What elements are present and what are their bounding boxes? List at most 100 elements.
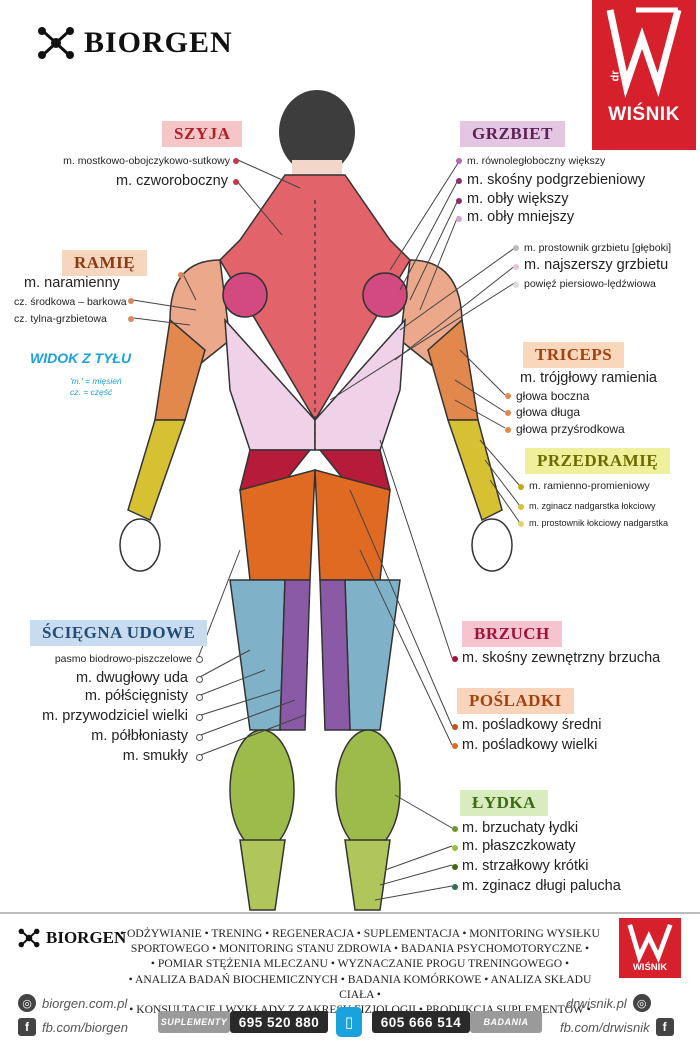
label-sciegna-1: pasmo biodrowo-piszczelowe — [54, 653, 192, 665]
label-lydka-2: m. płaszczkowaty — [462, 838, 576, 854]
label-grzbiet-4: m. obły mniejszy — [467, 209, 575, 225]
website-left-text: biorgen.com.pl — [42, 995, 128, 1011]
dot-grzbiet-5 — [513, 245, 519, 251]
services-line: • POMIAR STĘŻENIA MLECZANU • WYZNACZANIE… — [150, 957, 570, 971]
website-left[interactable]: ◎ biorgen.com.pl — [18, 994, 127, 1012]
label-sciegna-3: m. półścięgnisty — [84, 688, 188, 704]
label-grzbiet-5: m. prostownik grzbietu [głęboki] — [524, 242, 672, 254]
section-title-grzbiet: GRZBIET — [460, 121, 565, 147]
dot-ramie-3 — [128, 316, 134, 322]
dot-posladki-2 — [452, 743, 458, 749]
dot-brzuch-1 — [452, 656, 458, 662]
hamstring-left-b — [279, 579, 311, 731]
dot-sciegna-2 — [196, 676, 203, 683]
dot-sciegna-5 — [196, 734, 203, 741]
dot-przedramie-3 — [518, 521, 524, 527]
footer-biorgen-logo: BIORGEN — [18, 928, 126, 948]
label-lydka-1: m. brzuchaty łydki — [462, 820, 579, 836]
label-grzbiet-7: powięź piersiowo-lędźwiowa — [524, 278, 656, 290]
dot-sciegna-4 — [196, 714, 203, 721]
facebook-right[interactable]: fb.com/drwisnik f — [560, 1018, 674, 1036]
label-posladki-1: m. pośladkowy średni — [462, 717, 602, 733]
molecule-icon — [38, 27, 74, 59]
label-przedramie-3: m. prostownik łokciowy nadgarstka — [529, 518, 669, 528]
dot-lydka-3 — [452, 864, 458, 870]
label-ramie-2: cz. środkowa – barkowa — [14, 296, 127, 308]
hand-left — [119, 518, 161, 572]
website-right-text: drwisnik.pl — [566, 995, 627, 1011]
section-title-posladki: POŚLADKI — [457, 688, 574, 714]
dot-triceps-2 — [505, 393, 511, 399]
services-line: • ANALIZA BADAŃ BIOCHEMICZNYCH • BADANIA… — [128, 972, 592, 1001]
label-grzbiet-6: m. najszerszy grzbietu — [524, 257, 669, 273]
label-sciegna-4: m. przywodziciel wielki — [42, 708, 188, 724]
label-research: BADANIA — [470, 1011, 542, 1033]
label-szyja-1: m. mostkowo-obojczykowo-sutkowy — [63, 155, 230, 167]
view-title: WIDOK Z TYŁU — [30, 350, 132, 366]
hand-right — [471, 518, 513, 572]
footer-brand-name: BIORGEN — [46, 928, 127, 947]
dot-triceps-3 — [505, 410, 511, 416]
label-lydka-4: m. zginacz długi palucha — [462, 878, 621, 894]
label-triceps-2: głowa boczna — [516, 389, 590, 403]
section-title-lydka: ŁYDKA — [460, 790, 548, 816]
facebook-left-text: fb.com/biorgen — [42, 1019, 128, 1035]
label-szyja-2: m. czworoboczny — [115, 173, 228, 189]
dot-sciegna-1 — [196, 656, 203, 663]
label-brzuch-1: m. skośny zewnętrzny brzucha — [462, 650, 661, 666]
section-title-szyja: SZYJA — [162, 121, 243, 147]
footer-dr-wisnik-logo: WIŚNIK — [619, 918, 681, 978]
dot-przedramie-2 — [518, 504, 524, 510]
label-grzbiet-1: m. równoległoboczny większy — [467, 155, 606, 167]
dot-szyja-2 — [233, 179, 239, 185]
globe-icon: ◎ — [632, 994, 651, 1012]
facebook-left[interactable]: f fb.com/biorgen — [18, 1018, 128, 1036]
biorgen-logo: BIORGEN — [36, 26, 233, 60]
shin-left — [239, 839, 286, 911]
dot-ramie-2 — [128, 298, 134, 304]
services-line: SPORTOWEGO • MONITORING STANU ZDROWIA • … — [130, 942, 590, 956]
label-przedramie-2: m. zginacz nadgarstka łokciowy — [529, 501, 656, 511]
label-triceps-1: m. trójgłowy ramienia — [520, 370, 657, 386]
label-supplements: SUPLEMENTY — [158, 1011, 230, 1033]
dot-lydka-2 — [452, 845, 458, 851]
section-title-brzuch: BRZUCH — [462, 621, 562, 647]
label-lydka-3: m. strzałkowy krótki — [462, 858, 589, 874]
services-line: • ODŻYWIANIE • TRENING • REGENERACJA • S… — [120, 927, 600, 940]
shin-right — [344, 839, 391, 911]
teres-left — [222, 272, 268, 318]
label-sciegna-5: m. półbłoniasty — [91, 728, 188, 744]
dot-triceps-4 — [505, 427, 511, 433]
services-list: • ODŻYWIANIE • TRENING • REGENERACJA • S… — [110, 926, 610, 1017]
section-title-ramie: RAMIĘ — [62, 250, 148, 276]
phone-research[interactable]: 605 666 514 — [372, 1011, 470, 1033]
label-ramie-1: m. naramienny — [24, 275, 120, 291]
dot-sciegna-3 — [196, 694, 203, 701]
website-right[interactable]: drwisnik.pl ◎ — [566, 994, 651, 1012]
dot-sciegna-6 — [196, 754, 203, 761]
label-ramie-3: cz. tylna-grzbietowa — [14, 313, 107, 325]
label-grzbiet-2: m. skośny podgrzebieniowy — [467, 172, 646, 188]
section-title-przedramie: PRZEDRAMIĘ — [525, 448, 671, 474]
dot-grzbiet-3 — [456, 198, 462, 204]
facebook-right-text: fb.com/drwisnik — [560, 1019, 650, 1035]
dot-grzbiet-6 — [513, 264, 519, 270]
globe-icon: ◎ — [18, 994, 36, 1012]
section-title-sciegna: ŚCIĘGNA UDOWE — [30, 620, 208, 646]
facebook-icon: f — [18, 1018, 36, 1036]
muscle-anatomy-illustration — [119, 90, 513, 911]
dot-ramie-1 — [178, 272, 184, 278]
footer-partner-name: WIŚNIK — [632, 962, 668, 973]
dot-przedramie-1 — [518, 484, 524, 490]
legend-part: cz. = część — [70, 387, 113, 397]
phone-supplements[interactable]: 695 520 880 — [230, 1011, 328, 1033]
dot-lydka-1 — [452, 826, 458, 832]
legend-muscle: 'm.' = mięsień — [70, 376, 122, 386]
label-triceps-4: głowa przyśrodkowa — [516, 422, 625, 436]
dot-grzbiet-2 — [456, 178, 462, 184]
dot-posladki-1 — [452, 724, 458, 730]
label-sciegna-2: m. dwugłowy uda — [75, 670, 188, 686]
footer-divider — [0, 912, 700, 914]
label-grzbiet-3: m. obły większy — [467, 191, 569, 207]
brand-name: BIORGEN — [84, 26, 233, 59]
